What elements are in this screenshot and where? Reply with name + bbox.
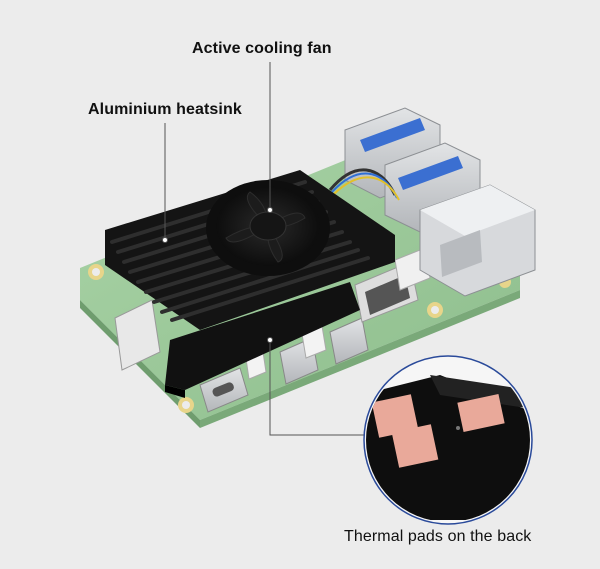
ethernet-port — [419, 184, 536, 297]
heatsink-annotation: Aluminium heatsink — [88, 101, 242, 118]
cooling-fan — [206, 180, 330, 276]
callout-lines — [162, 62, 370, 436]
thermal-pads-inset — [363, 355, 533, 525]
board-connectors — [114, 247, 431, 413]
thermal-pads-annotation: Thermal pads on the back — [344, 528, 532, 545]
fan-annotation: Active cooling fan — [192, 40, 332, 57]
